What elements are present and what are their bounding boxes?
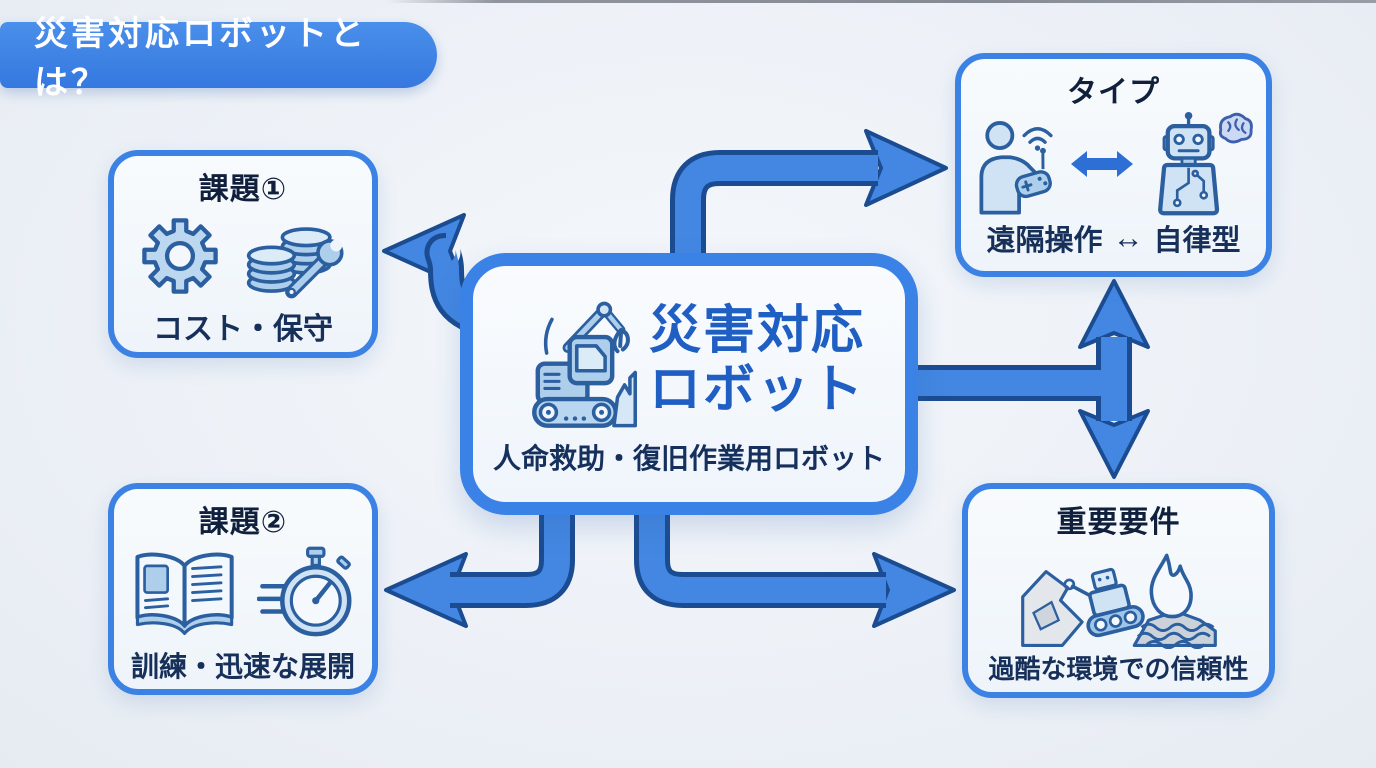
type-caption: 遠隔操作 ↔ 自律型 <box>986 217 1240 259</box>
challenge1-caption: コスト・保守 <box>153 313 333 346</box>
top-edge-artifact <box>0 0 1376 3</box>
requirement-caption: 過酷な環境での信頼性 <box>988 654 1249 684</box>
requirement-icons <box>1015 541 1223 649</box>
tracked-robot-icon <box>1062 567 1145 638</box>
title-badge: 災害対応ロボットとは？ <box>0 15 437 102</box>
brain-icon <box>1218 112 1253 144</box>
challenge2-caption: 訓練・迅速な展開 <box>130 651 355 682</box>
arrow-center-to-challenge2 <box>384 505 575 628</box>
challenge2-title: 課題② <box>198 506 288 539</box>
type-caption-left: 遠隔操作 <box>986 225 1103 257</box>
center-title-line1: 災害対応 <box>648 302 865 361</box>
type-caption-right: 自律型 <box>1153 225 1241 257</box>
left-right-arrow-glyph: ↔ <box>1112 220 1144 255</box>
center-box: 災害対応 ロボット 人命救助・復旧作業用ロボット <box>460 253 918 515</box>
requirement-box: 重要要件 <box>962 483 1275 698</box>
arrow-center-to-requirement <box>634 505 956 628</box>
challenge1-icons <box>137 208 349 304</box>
title-badge-label: 災害対応ロボットとは？ <box>34 15 367 102</box>
grapple-claw-icon <box>612 328 630 354</box>
arrow-type-requirement-link <box>906 279 1150 479</box>
water-waves-icon <box>1136 622 1214 649</box>
arrow-center-to-type <box>670 129 948 266</box>
rubble-icon <box>612 370 637 428</box>
challenge2-icons <box>125 541 361 645</box>
rescue-excavator-icon <box>532 301 637 428</box>
flame-icon <box>1149 553 1193 619</box>
open-book-icon <box>135 552 234 635</box>
operator-with-controller-icon <box>978 121 1053 215</box>
coins-wrench-icon <box>246 227 344 299</box>
challenge1-box: 課題① コスト・保守 <box>108 150 378 358</box>
requirement-title: 重要要件 <box>1056 506 1181 539</box>
challenge1-title: 課題① <box>198 173 288 206</box>
center-subtitle: 人命救助・復旧作業用ロボット <box>493 443 886 474</box>
gear-icon <box>142 218 218 294</box>
center-title: 災害対応 ロボット <box>649 302 865 420</box>
harsh-environment-scene-icon <box>1020 553 1217 649</box>
type-icons <box>973 111 1255 217</box>
autonomous-robot-icon <box>1157 111 1253 216</box>
type-box: タイプ <box>955 53 1272 277</box>
type-title: タイプ <box>1067 76 1160 109</box>
challenge2-box: 課題② <box>108 483 378 695</box>
wifi-waves-icon <box>1021 127 1053 144</box>
center-title-line2: ロボット <box>648 361 865 419</box>
double-arrow-icon <box>1070 151 1133 177</box>
stopwatch-icon <box>257 546 352 637</box>
